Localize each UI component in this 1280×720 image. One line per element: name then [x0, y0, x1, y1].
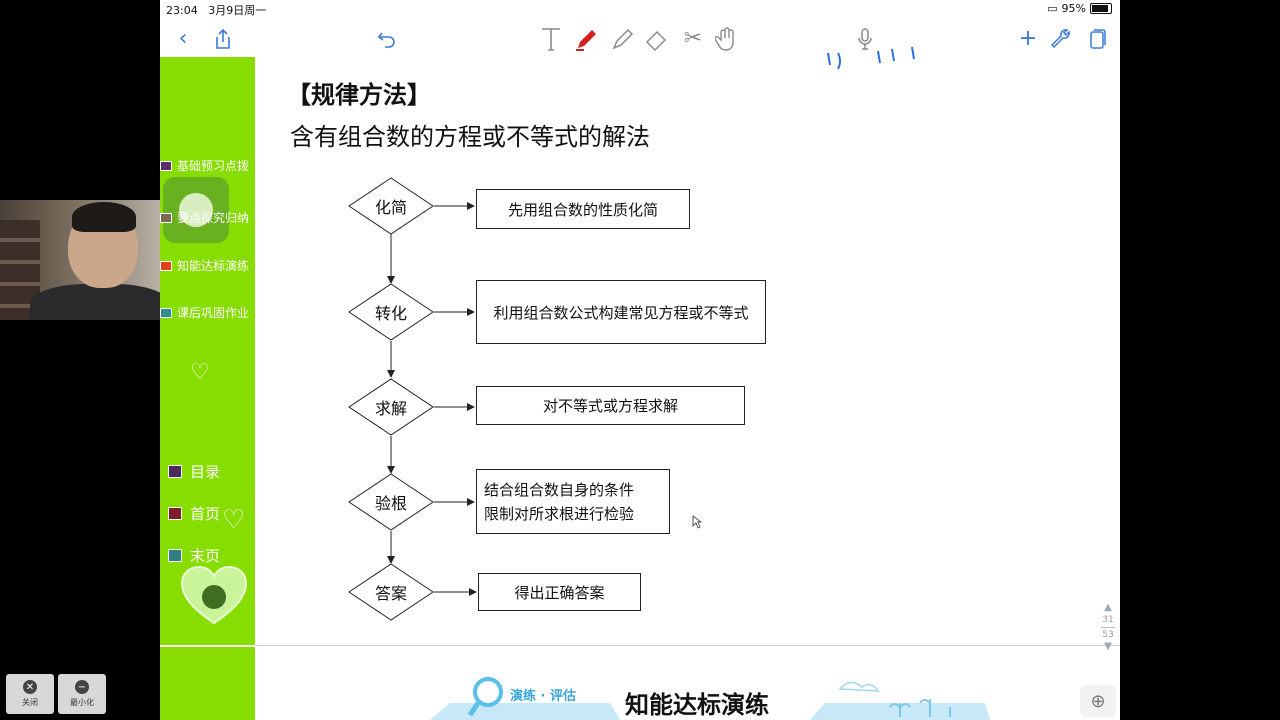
- flow-step-label: 转化: [374, 304, 407, 323]
- battery-percent: 95%: [1061, 2, 1086, 15]
- current-page: 31: [1102, 615, 1114, 625]
- flow-desc-text: 利用组合数公式构建常见方程或不等式: [493, 303, 749, 322]
- page-indicator[interactable]: ▲ 31 53 ▼: [1095, 602, 1120, 653]
- highlighter-icon[interactable]: [608, 24, 638, 54]
- status-time: 23:04 3月9日周一: [166, 2, 266, 18]
- flow-desc-solve: 对不等式或方程求解: [476, 386, 745, 425]
- cursor-icon: [692, 515, 702, 529]
- wrench-icon[interactable]: [1047, 24, 1077, 54]
- total-pages: 53: [1102, 630, 1114, 640]
- nav-label: 首页: [190, 505, 221, 523]
- flow-step-label: 求解: [374, 399, 407, 418]
- clock: 23:04: [166, 4, 198, 17]
- ipad-screen: 23:04 3月9日周一 ▭ 95% ‹ ✂: [160, 0, 1120, 720]
- flow-desc-text: 得出正确答案: [514, 583, 605, 602]
- square-icon: [160, 212, 172, 223]
- pages-icon[interactable]: [1082, 24, 1112, 54]
- slide-sidebar-bottom: [160, 647, 255, 720]
- flow-desc-verify: 结合组合数自身的条件 限制对所求根进行检验: [476, 469, 670, 534]
- sidebar-item-label: 基础预习点拨: [177, 159, 250, 173]
- sidebar-item-label: 知能达标演练: [177, 259, 250, 273]
- square-icon: [160, 260, 172, 271]
- minimize-label: 最小化: [70, 698, 94, 707]
- focus-indicator: [163, 177, 229, 243]
- page-up-icon[interactable]: ▲: [1104, 602, 1112, 613]
- square-icon: [168, 507, 182, 520]
- section-banner: 演练 · 评估 知能达标演练: [430, 677, 990, 720]
- nav-label: 目录: [190, 463, 221, 481]
- heart-plant-icon: [180, 565, 248, 625]
- battery-icon: [1090, 3, 1112, 14]
- screen-mirror-icon: ▭: [1047, 2, 1058, 15]
- sidebar-item-practice[interactable]: 知能达标演练: [160, 257, 249, 274]
- plus-icon[interactable]: +: [1018, 26, 1038, 51]
- flow-desc-answer: 得出正确答案: [478, 573, 641, 611]
- date: 3月9日周一: [208, 4, 267, 17]
- minus-icon: −: [75, 680, 89, 694]
- share-icon[interactable]: [208, 24, 238, 54]
- slide-subtitle: 含有组合数的方程或不等式的解法: [290, 123, 650, 151]
- annotation-toolbar: ‹ ✂ +: [160, 20, 1120, 58]
- nav-contents[interactable]: 目录: [168, 461, 220, 482]
- square-icon: [160, 307, 172, 318]
- sidebar-item-label: 要点探究归纳: [177, 211, 250, 225]
- nav-first-page[interactable]: 首页: [168, 503, 220, 524]
- sidebar-item-key-points[interactable]: 要点探究归纳: [160, 209, 249, 226]
- flow-step-simplify: 化简: [348, 177, 434, 235]
- pen-icon[interactable]: [572, 24, 602, 54]
- status-bar: 23:04 3月9日周一 ▭ 95%: [160, 0, 1120, 18]
- flow-step-solve: 求解: [348, 378, 434, 436]
- heart-icon: ♡: [190, 360, 210, 385]
- close-label: 关闭: [22, 698, 38, 707]
- flow-desc-text: 先用组合数的性质化简: [507, 200, 658, 219]
- microphone-icon[interactable]: [850, 24, 880, 54]
- sidebar-item-preview[interactable]: 基础预习点拨: [160, 157, 249, 174]
- slide-divider: [255, 645, 1120, 646]
- text-tool-icon[interactable]: [536, 24, 566, 54]
- banner-label: 演练 · 评估: [510, 689, 576, 704]
- sidebar-item-homework[interactable]: 课后巩固作业: [160, 304, 249, 321]
- flow-step-answer: 答案: [348, 563, 434, 621]
- nav-label: 末页: [190, 547, 221, 565]
- nav-last-page[interactable]: 末页: [168, 545, 220, 566]
- scissors-icon[interactable]: ✂: [683, 26, 703, 51]
- flow-step-transform: 转化: [348, 283, 434, 341]
- webcam-video: [0, 200, 160, 320]
- square-icon: [168, 549, 182, 562]
- page-down-icon[interactable]: ▼: [1104, 641, 1112, 652]
- banner-title: 知能达标演练: [625, 690, 769, 719]
- slide-page: 基础预习点拨 要点探究归纳 知能达标演练 课后巩固作业 ♡ 目录: [160, 46, 1120, 720]
- status-right: ▭ 95%: [1047, 2, 1112, 15]
- slide-sidebar: 基础预习点拨 要点探究归纳 知能达标演练 课后巩固作业 ♡ 目录: [160, 57, 255, 645]
- flow-desc-simplify: 先用组合数的性质化简: [476, 189, 690, 229]
- flow-step-verify: 验根: [348, 473, 434, 531]
- hand-icon[interactable]: [712, 24, 742, 54]
- flow-step-label: 答案: [374, 584, 407, 603]
- heart-icon: ♡: [222, 505, 246, 535]
- ink-stroke: [827, 46, 915, 70]
- flow-desc-text: 对不等式或方程求解: [542, 397, 678, 415]
- minimize-button[interactable]: − 最小化: [58, 674, 106, 714]
- flow-desc-transform: 利用组合数公式构建常见方程或不等式: [476, 280, 766, 344]
- flow-step-label: 化简: [374, 198, 407, 217]
- eraser-icon[interactable]: [642, 24, 672, 54]
- chevron-left-icon[interactable]: ‹: [178, 26, 188, 51]
- flow-desc-line: 结合组合数自身的条件: [484, 480, 635, 499]
- sidebar-item-label: 课后巩固作业: [177, 306, 250, 320]
- close-icon: ✕: [23, 680, 37, 694]
- square-icon: [168, 465, 182, 478]
- section-title: 【规律方法】: [287, 81, 431, 109]
- square-icon: [160, 160, 172, 171]
- flow-desc-line: 限制对所求根进行检验: [484, 504, 635, 523]
- close-button[interactable]: ✕ 关闭: [6, 674, 54, 714]
- zoom-in-icon: ⊕: [1090, 690, 1106, 712]
- zoom-button[interactable]: ⊕: [1080, 685, 1116, 717]
- flow-step-label: 验根: [374, 494, 407, 513]
- undo-icon[interactable]: [372, 24, 402, 54]
